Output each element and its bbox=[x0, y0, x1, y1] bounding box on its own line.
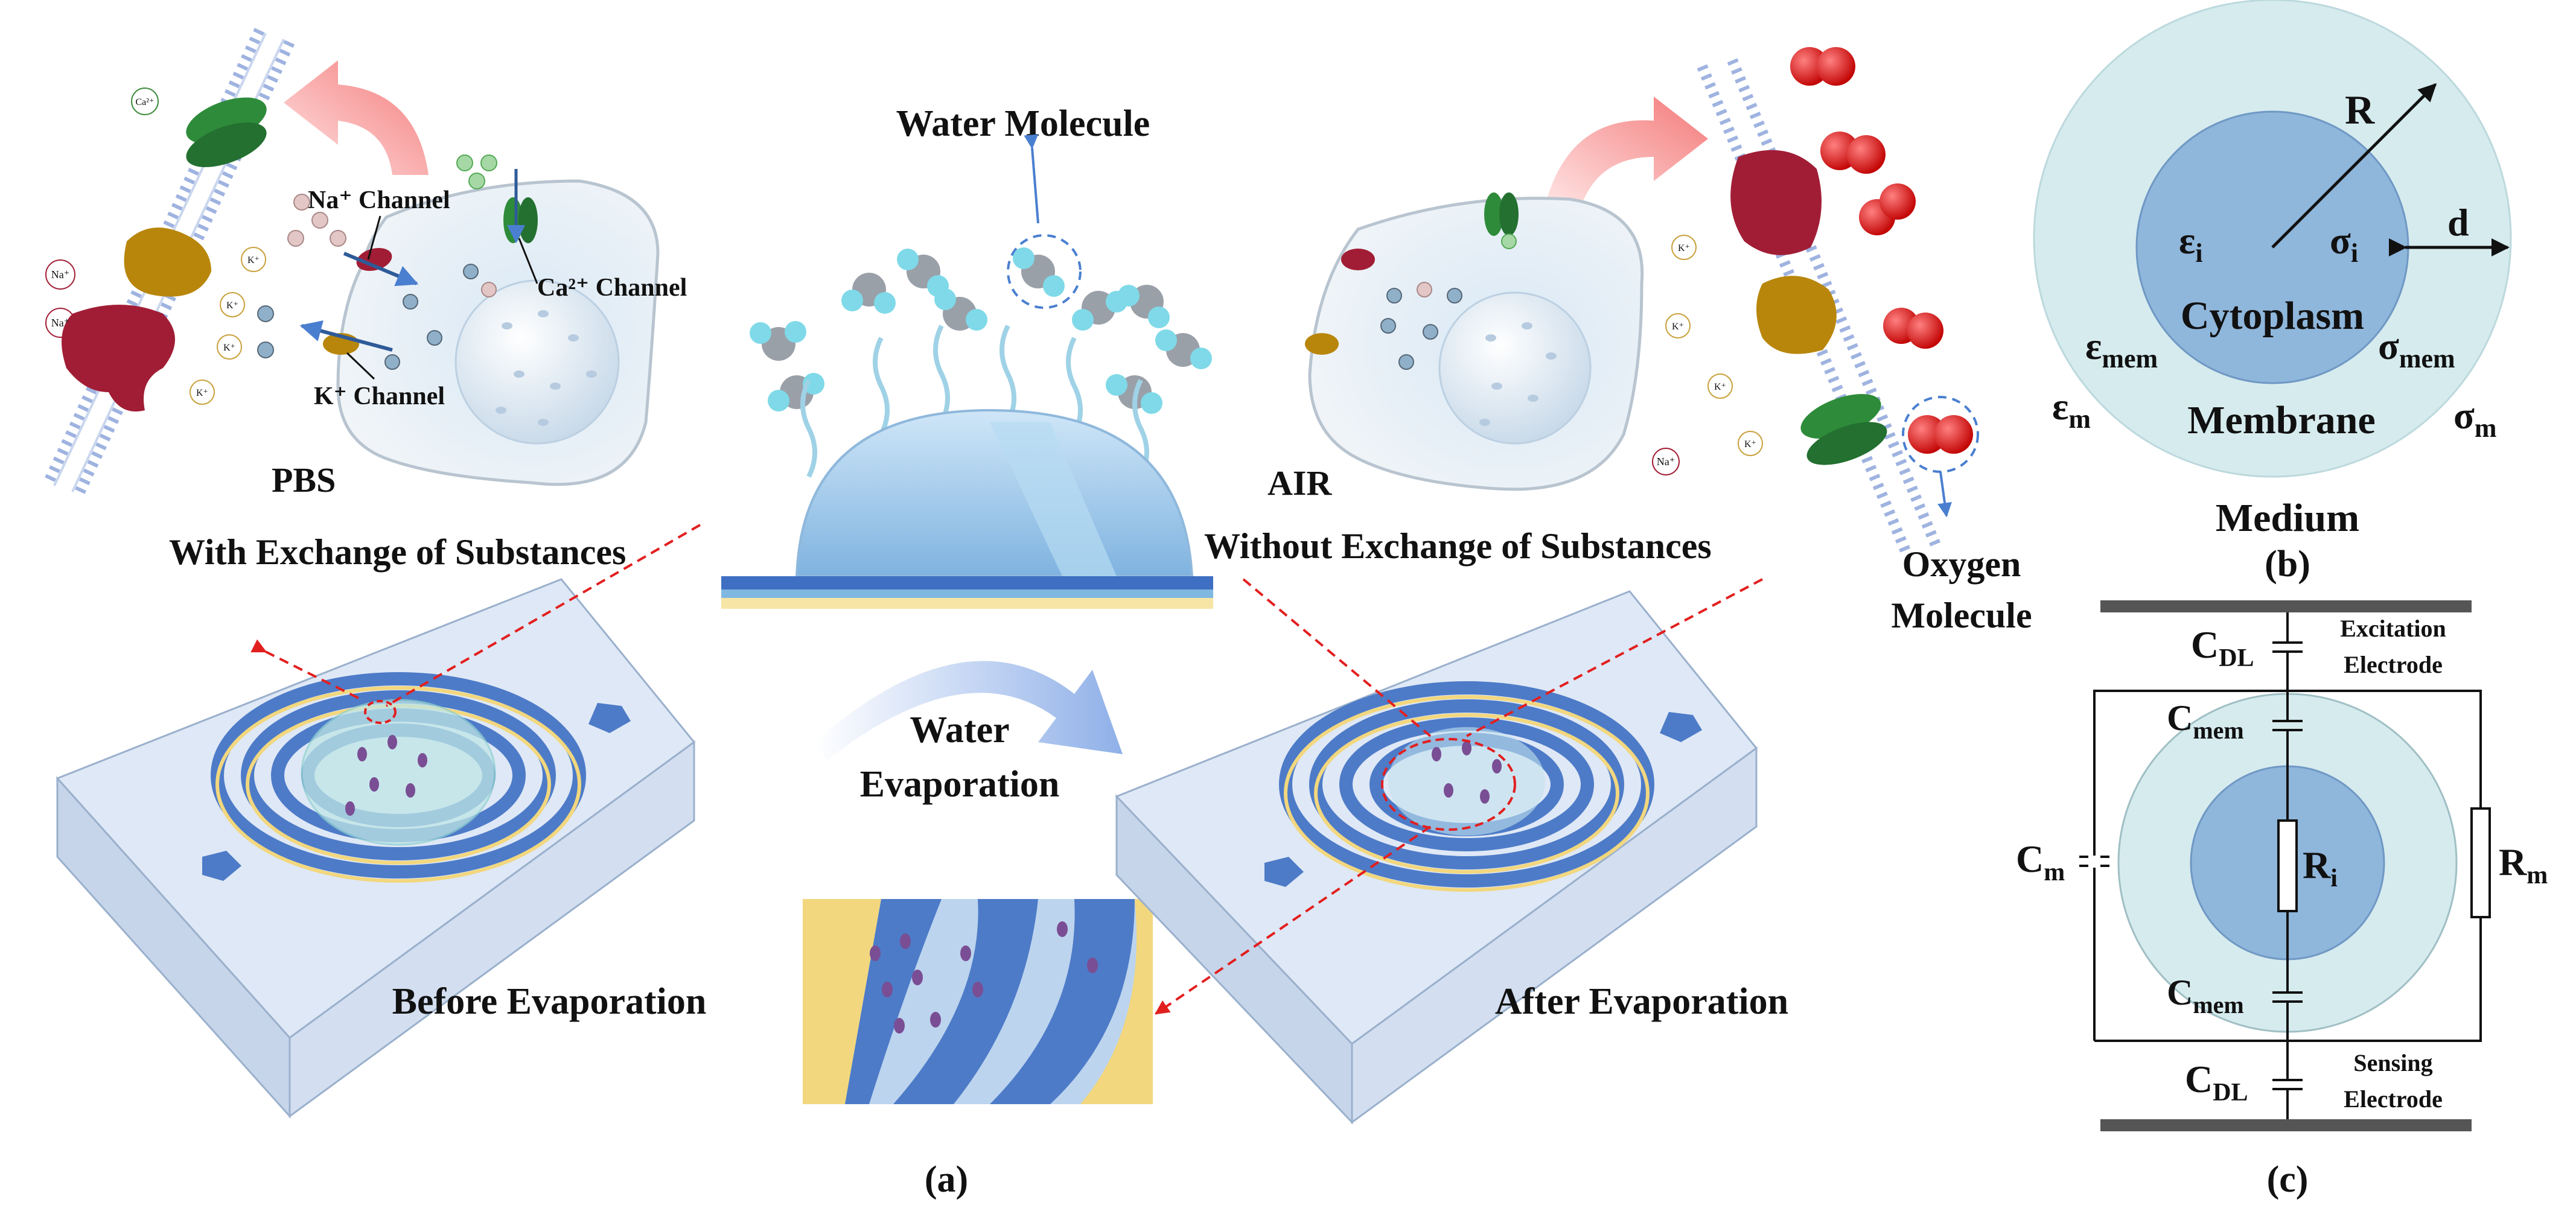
eps-mem-label: εmem bbox=[2085, 325, 2158, 373]
left-nucleus bbox=[454, 279, 620, 445]
left-device-droplet bbox=[301, 699, 496, 846]
ri-resistor bbox=[2277, 819, 2298, 912]
eps-i-label: εi bbox=[2179, 219, 2203, 268]
radius-label: R bbox=[2345, 87, 2375, 133]
na-channel-shape bbox=[62, 305, 175, 411]
cdl-top-label: CDL bbox=[2191, 623, 2254, 672]
panel-a-caption: (a) bbox=[925, 1159, 968, 1200]
membrane-label: Membrane bbox=[2187, 398, 2376, 442]
right-nucleus bbox=[1438, 291, 1592, 445]
medium-label: Medium bbox=[2216, 496, 2359, 540]
right-device: After Evaporation bbox=[1115, 590, 1788, 1125]
svg-text:Na⁺: Na⁺ bbox=[51, 317, 70, 329]
right-ion-na-label: Na⁺ bbox=[1657, 456, 1675, 468]
oxygen-molecules bbox=[1790, 47, 1973, 454]
droplet-dome bbox=[795, 408, 1194, 577]
sigma-m-label: σm bbox=[2453, 394, 2496, 443]
na-channel-label: Na⁺ Channel bbox=[308, 186, 450, 214]
panel-b-caption: (b) bbox=[2265, 544, 2310, 585]
substrate-blue bbox=[721, 576, 1213, 589]
water-molecule-label: Water Molecule bbox=[896, 103, 1150, 144]
ri-label: Ri bbox=[2303, 844, 2338, 892]
k-channel-shape bbox=[124, 227, 211, 297]
k-channel-label: K⁺ Channel bbox=[314, 383, 445, 410]
excitation-line2: Electrode bbox=[2344, 651, 2443, 678]
svg-text:K⁺: K⁺ bbox=[247, 255, 260, 265]
rm-resistor bbox=[2470, 807, 2491, 918]
excitation-line1: Excitation bbox=[2340, 615, 2446, 642]
sigma-i-label: σi bbox=[2330, 219, 2358, 268]
radius-arrow bbox=[2271, 83, 2437, 249]
water-molecule-highlight bbox=[1007, 234, 1082, 309]
right-pink-arrow bbox=[1545, 97, 1708, 205]
sensing-line2: Electrode bbox=[2344, 1085, 2443, 1113]
left-device: Before Evaporation bbox=[56, 578, 707, 1119]
svg-text:K⁺: K⁺ bbox=[1714, 382, 1726, 392]
excitation-electrode-bar bbox=[2100, 600, 2472, 612]
right-cell-group: K⁺ K⁺ K⁺ K⁺ Na⁺ Oxygen Molecule AIR With… bbox=[1204, 47, 2032, 635]
evaporation-line2: Evaporation bbox=[860, 764, 1060, 805]
cm-label: Cm bbox=[2016, 837, 2065, 886]
right-title: Without Exchange of Substances bbox=[1204, 526, 1712, 566]
svg-text:K⁺: K⁺ bbox=[1672, 322, 1684, 332]
eps-m-label: εm bbox=[2052, 385, 2091, 434]
panel-c-caption: (c) bbox=[2267, 1159, 2309, 1200]
cmem-bottom-label: Cmem bbox=[2167, 973, 2244, 1018]
left-title: With Exchange of Substances bbox=[169, 532, 626, 572]
right-lipid-bilayer bbox=[1697, 58, 1943, 558]
sensing-line1: Sensing bbox=[2353, 1049, 2432, 1076]
svg-text:K⁺: K⁺ bbox=[226, 300, 238, 311]
panel-b: R d εi σi Cytoplasm εmem σmem εm σm Memb… bbox=[2033, 0, 2512, 585]
svg-text:K⁺: K⁺ bbox=[223, 343, 235, 353]
left-cell-group: Ca²⁺ Na⁺ Na⁺ K⁺ K⁺ K⁺ K⁺ bbox=[43, 28, 687, 572]
zoom-connectors bbox=[250, 524, 1763, 1015]
evaporation-arrow bbox=[815, 661, 1123, 760]
left-pink-arrow bbox=[284, 60, 429, 175]
after-evaporation-label: After Evaporation bbox=[1495, 981, 1788, 1022]
cdl-bottom-label: CDL bbox=[2185, 1058, 2248, 1107]
cmem-top-label: Cmem bbox=[2167, 698, 2244, 744]
rm-label: Rm bbox=[2499, 840, 2548, 889]
right-medium-label: AIR bbox=[1267, 463, 1332, 503]
oxygen-line2: Molecule bbox=[1891, 596, 2032, 635]
left-medium-label: PBS bbox=[272, 460, 336, 500]
ion-ca-label: Ca²⁺ bbox=[135, 97, 154, 107]
cytoplasm-label: Cytoplasm bbox=[2181, 294, 2364, 338]
panel-c: CDL Excitation Electrode Cmem Cm Ri Rm C… bbox=[2016, 600, 2548, 1200]
svg-text:K⁺: K⁺ bbox=[1744, 439, 1756, 450]
right-ion-k-label: K⁺ bbox=[1678, 243, 1690, 253]
center-dome-group: Water Molecule bbox=[721, 103, 1213, 1104]
oxygen-line1: Oxygen bbox=[1902, 544, 2021, 584]
ca-channel-label: Ca²⁺ Channel bbox=[537, 274, 687, 302]
circuit-wires bbox=[2079, 612, 2482, 1119]
evaporation-line1: Water bbox=[910, 710, 1009, 751]
sensing-electrode-bar bbox=[2100, 1119, 2472, 1131]
svg-text:K⁺: K⁺ bbox=[196, 388, 208, 398]
thickness-label: d bbox=[2447, 201, 2469, 244]
zoom-inset bbox=[803, 899, 1153, 1104]
water-molecules bbox=[750, 247, 1212, 414]
ion-na-label: Na⁺ bbox=[51, 268, 70, 281]
before-evaporation-label: Before Evaporation bbox=[392, 981, 707, 1022]
sigma-mem-label: σmem bbox=[2378, 325, 2455, 373]
